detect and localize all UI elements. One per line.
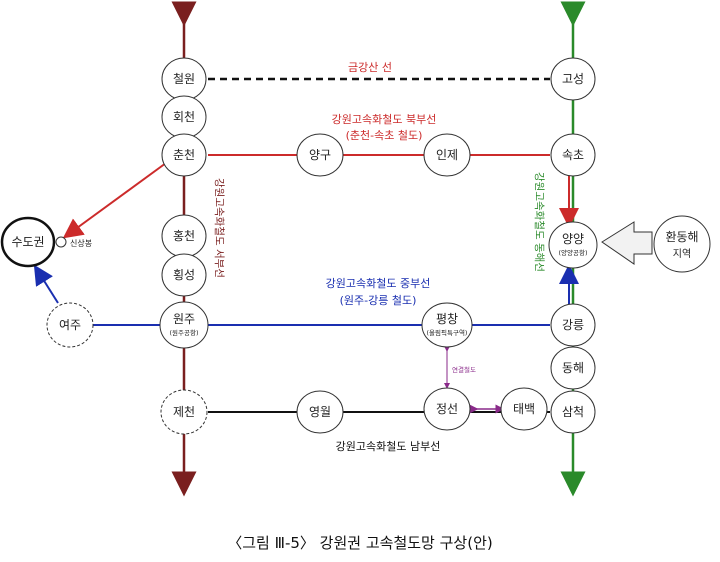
svg-text:동해: 동해	[562, 361, 584, 375]
svg-text:태백: 태백	[513, 402, 535, 416]
east-sea-region-label-1: 환동해	[665, 230, 698, 244]
svg-text:속초: 속초	[562, 148, 584, 162]
svg-text:양양: 양양	[562, 232, 584, 246]
svg-text:(양양공항): (양양공항)	[559, 248, 588, 257]
svg-text:철원: 철원	[173, 72, 195, 86]
station-sinsangbong[interactable]: 신상봉	[55, 236, 92, 248]
north-line-label: 강원고속화철도 북부선	[332, 113, 437, 126]
station-yeoju[interactable]: 여주	[46, 302, 94, 348]
station-sokcho[interactable]: 속초	[550, 133, 596, 177]
svg-text:정선: 정선	[436, 402, 458, 416]
east-sea-region-arrow	[601, 221, 653, 265]
north-line-sublabel: (춘천-속초 철도)	[346, 128, 423, 142]
svg-text:영월: 영월	[309, 405, 331, 419]
east-sea-region-label-2: 지역	[673, 248, 691, 260]
svg-text:제천: 제천	[173, 404, 195, 419]
station-cheorwon[interactable]: 철원	[161, 57, 207, 101]
station-pyeongchang[interactable]: 평창 (올림픽특구역)	[421, 302, 473, 348]
station-yeongwol[interactable]: 영월	[296, 390, 344, 434]
svg-text:신상봉: 신상봉	[70, 238, 92, 248]
station-hongcheon[interactable]: 홍천	[161, 214, 207, 258]
yeoju-sudogwon-track	[33, 264, 59, 304]
station-samcheok[interactable]: 삼척	[550, 390, 596, 434]
figure-caption: 〈그림 Ⅲ-5〉 강원권 고속철도망 구상(안)	[227, 534, 493, 552]
svg-text:양구: 양구	[309, 148, 331, 162]
svg-text:삼척: 삼척	[562, 405, 584, 419]
east-line-label: 강원고속화철도 동해선	[533, 172, 546, 272]
svg-text:평창: 평창	[436, 312, 458, 326]
svg-text:인제: 인제	[436, 148, 458, 162]
svg-text:원주: 원주	[173, 312, 195, 326]
chuncheon-sudogwon-track	[62, 162, 167, 239]
svg-text:춘천: 춘천	[173, 147, 195, 162]
station-taebaek[interactable]: 태백	[500, 387, 548, 431]
svg-text:여주: 여주	[59, 318, 81, 332]
station-goseong[interactable]: 고성	[550, 57, 596, 101]
central-line-label: 강원고속화철도 중부선	[326, 277, 431, 290]
svg-text:(원주공항): (원주공항)	[170, 328, 199, 337]
station-gangneung[interactable]: 강릉	[550, 303, 596, 347]
station-jeongseon[interactable]: 정선	[423, 387, 471, 431]
south-line-label: 강원고속화철도 남부선	[336, 440, 441, 453]
station-chuncheon[interactable]: 춘천	[161, 133, 207, 177]
svg-text:홍천: 홍천	[173, 228, 195, 243]
station-yanggu[interactable]: 양구	[296, 133, 344, 177]
station-donghae[interactable]: 동해	[550, 346, 596, 390]
region-sudogwon[interactable]: 수도권	[0, 216, 56, 268]
railway-network-diagram: 금강산 선 강원고속화철도 북부선 (춘천-속초 철도) 강원고속화철도 중부선…	[0, 1, 711, 497]
east-sea-region-node	[653, 215, 711, 273]
svg-text:수도권: 수도권	[11, 235, 44, 249]
station-yangyang[interactable]: 양양 (양양공항)	[548, 221, 598, 269]
station-wonju[interactable]: 원주 (원주공항)	[159, 301, 209, 349]
west-line-label: 강원고속화철도 서부선	[213, 178, 225, 278]
svg-text:회천: 회천	[173, 109, 195, 124]
station-jecheon[interactable]: 제천	[160, 389, 208, 435]
svg-text:고성: 고성	[562, 72, 584, 86]
svg-text:(올림픽특구역): (올림픽특구역)	[427, 328, 468, 337]
geumgangsan-line-label: 금강산 선	[348, 61, 392, 74]
central-line-sublabel: (원주-강릉 철도)	[340, 294, 417, 307]
station-hoengseong[interactable]: 횡성	[161, 253, 207, 297]
station-inje[interactable]: 인제	[423, 133, 471, 177]
connection-label: 연결철도	[452, 365, 476, 374]
station-hoecheon[interactable]: 회천	[161, 95, 207, 139]
svg-text:강릉: 강릉	[562, 318, 584, 332]
svg-text:횡성: 횡성	[173, 268, 195, 282]
